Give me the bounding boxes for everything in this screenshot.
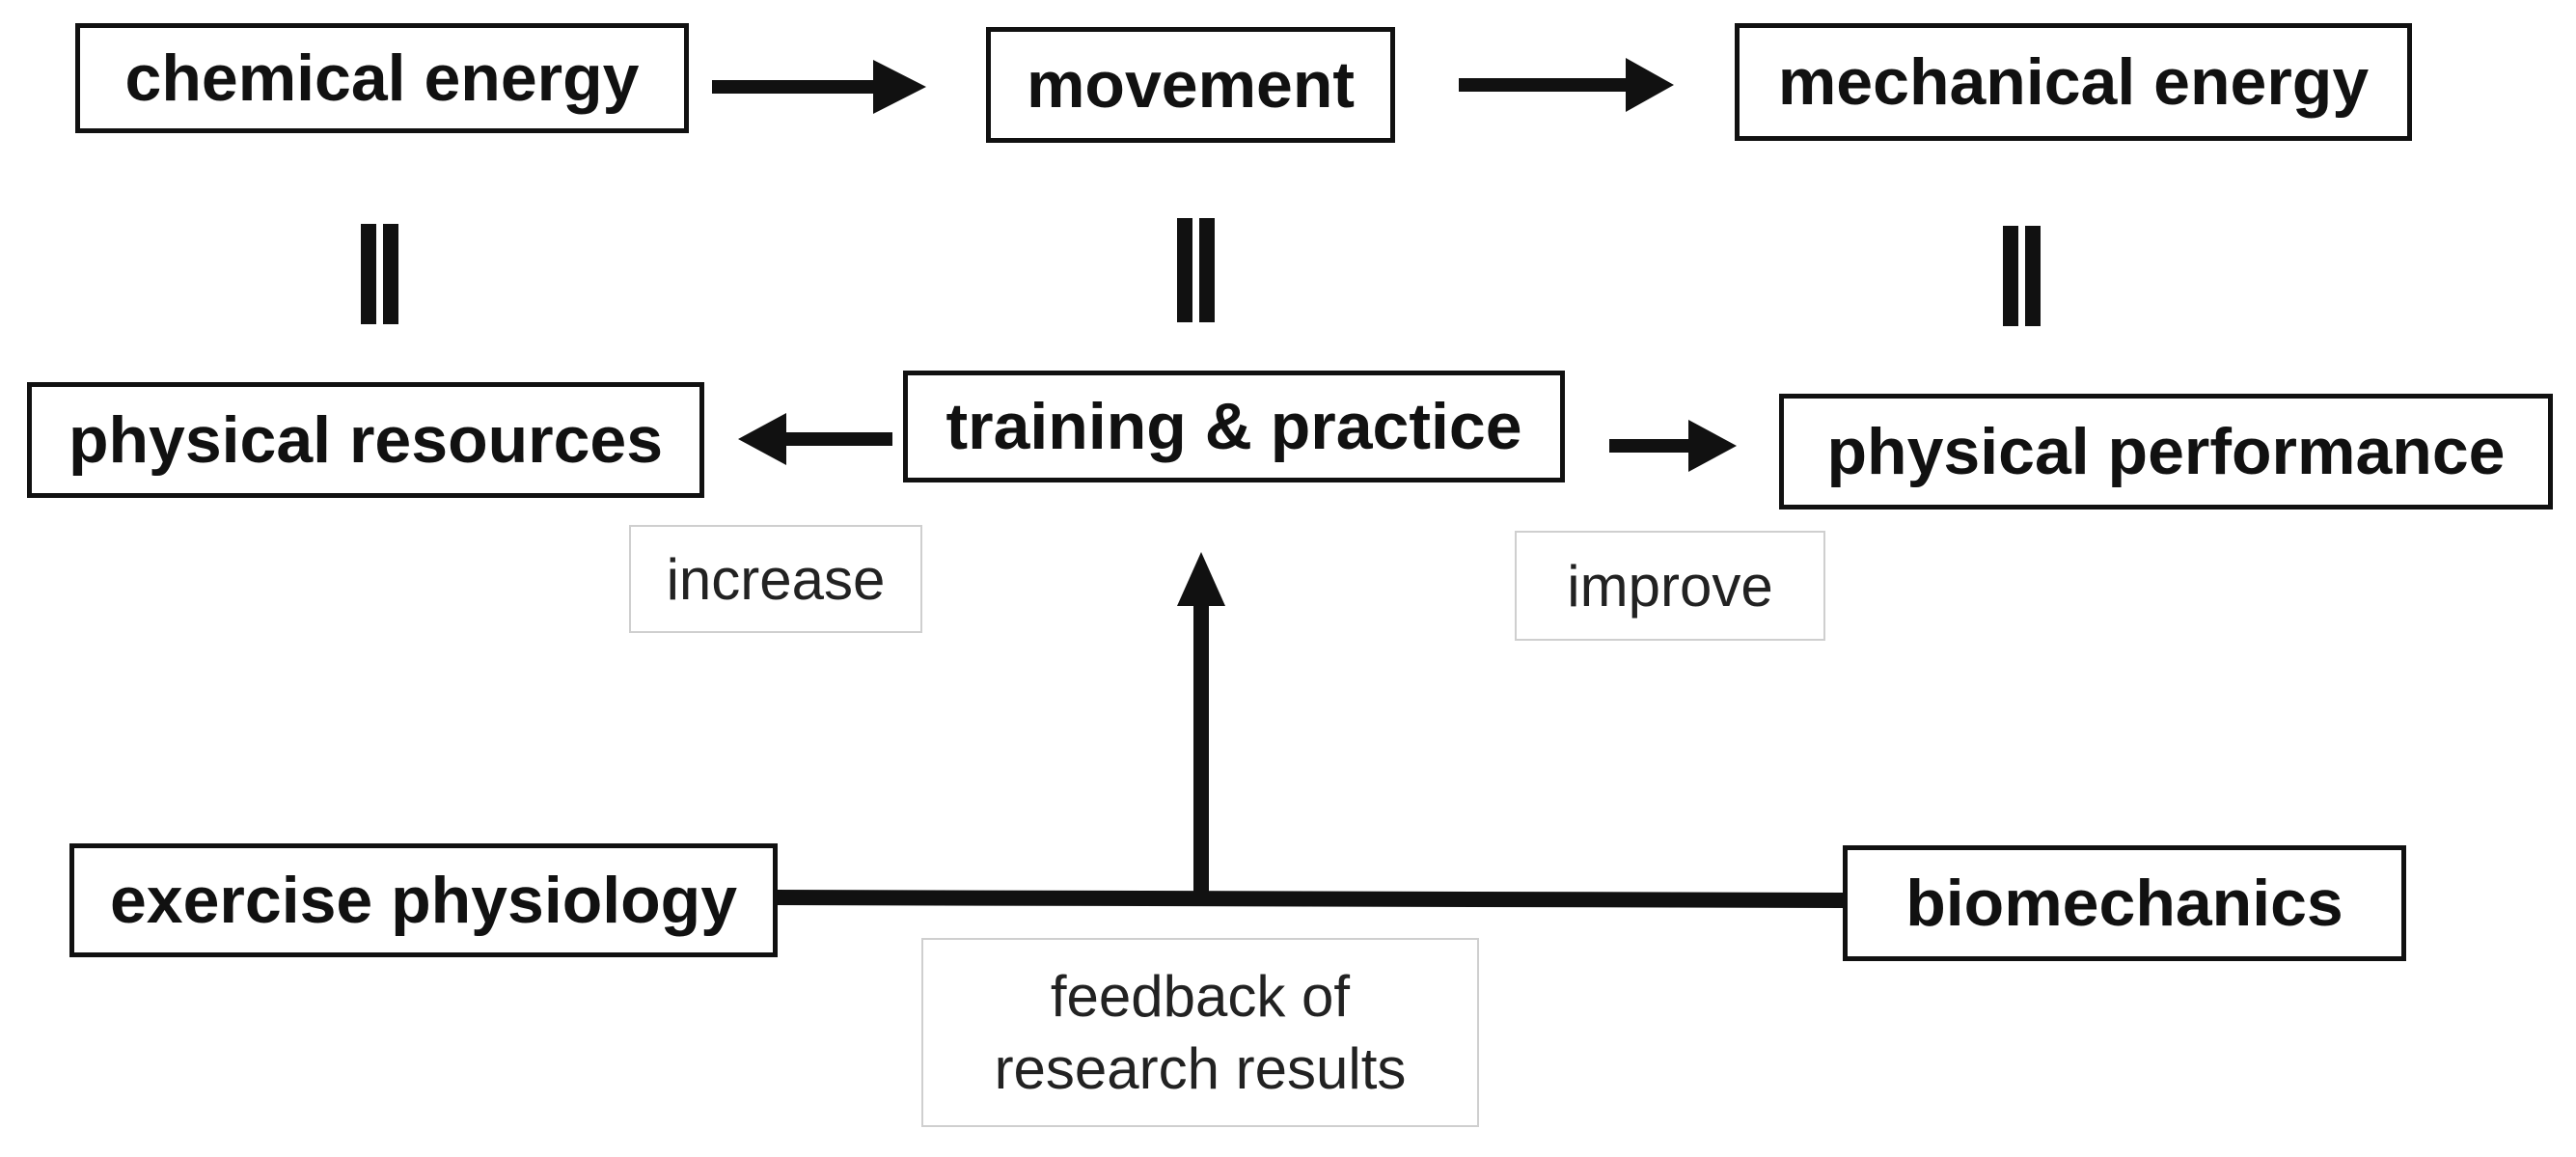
arrow-movement-to-mechanical <box>1459 58 1674 112</box>
node-training-practice: training & practice <box>903 371 1565 482</box>
arrow-feedback-to-training <box>1177 552 1225 895</box>
arrow-training-to-resources <box>738 413 892 465</box>
label-feedback: feedback of research results <box>921 938 1479 1127</box>
node-physical-resources: physical resources <box>27 382 704 498</box>
label-feedback-line2: research results <box>994 1036 1407 1101</box>
label-increase-text: increase <box>666 546 886 612</box>
equality-bars-right <box>2003 226 2041 326</box>
node-physical-performance-label: physical performance <box>1826 415 2506 488</box>
node-mechanical-energy-label: mechanical energy <box>1777 45 2370 119</box>
label-increase: increase <box>629 525 922 633</box>
arrow-chemical-to-movement <box>712 60 926 114</box>
equality-bars-center <box>1177 218 1215 322</box>
research-link-line <box>776 890 1846 908</box>
node-physical-performance: physical performance <box>1779 394 2553 510</box>
node-training-practice-label: training & practice <box>945 390 1522 463</box>
node-chemical-energy: chemical energy <box>75 23 689 133</box>
node-movement-label: movement <box>1026 48 1356 122</box>
label-improve-text: improve <box>1567 553 1773 619</box>
node-chemical-energy-label: chemical energy <box>124 41 640 115</box>
node-biomechanics: biomechanics <box>1843 845 2406 961</box>
arrow-training-to-performance <box>1609 420 1737 472</box>
node-physical-resources-label: physical resources <box>68 403 664 477</box>
node-movement: movement <box>986 27 1395 143</box>
label-improve: improve <box>1515 531 1825 641</box>
node-exercise-physiology: exercise physiology <box>69 843 778 957</box>
node-exercise-physiology-label: exercise physiology <box>109 864 738 937</box>
label-feedback-line1: feedback of <box>1050 964 1351 1029</box>
node-biomechanics-label: biomechanics <box>1905 867 2343 940</box>
equality-bars-left <box>361 224 398 324</box>
node-mechanical-energy: mechanical energy <box>1735 23 2412 141</box>
